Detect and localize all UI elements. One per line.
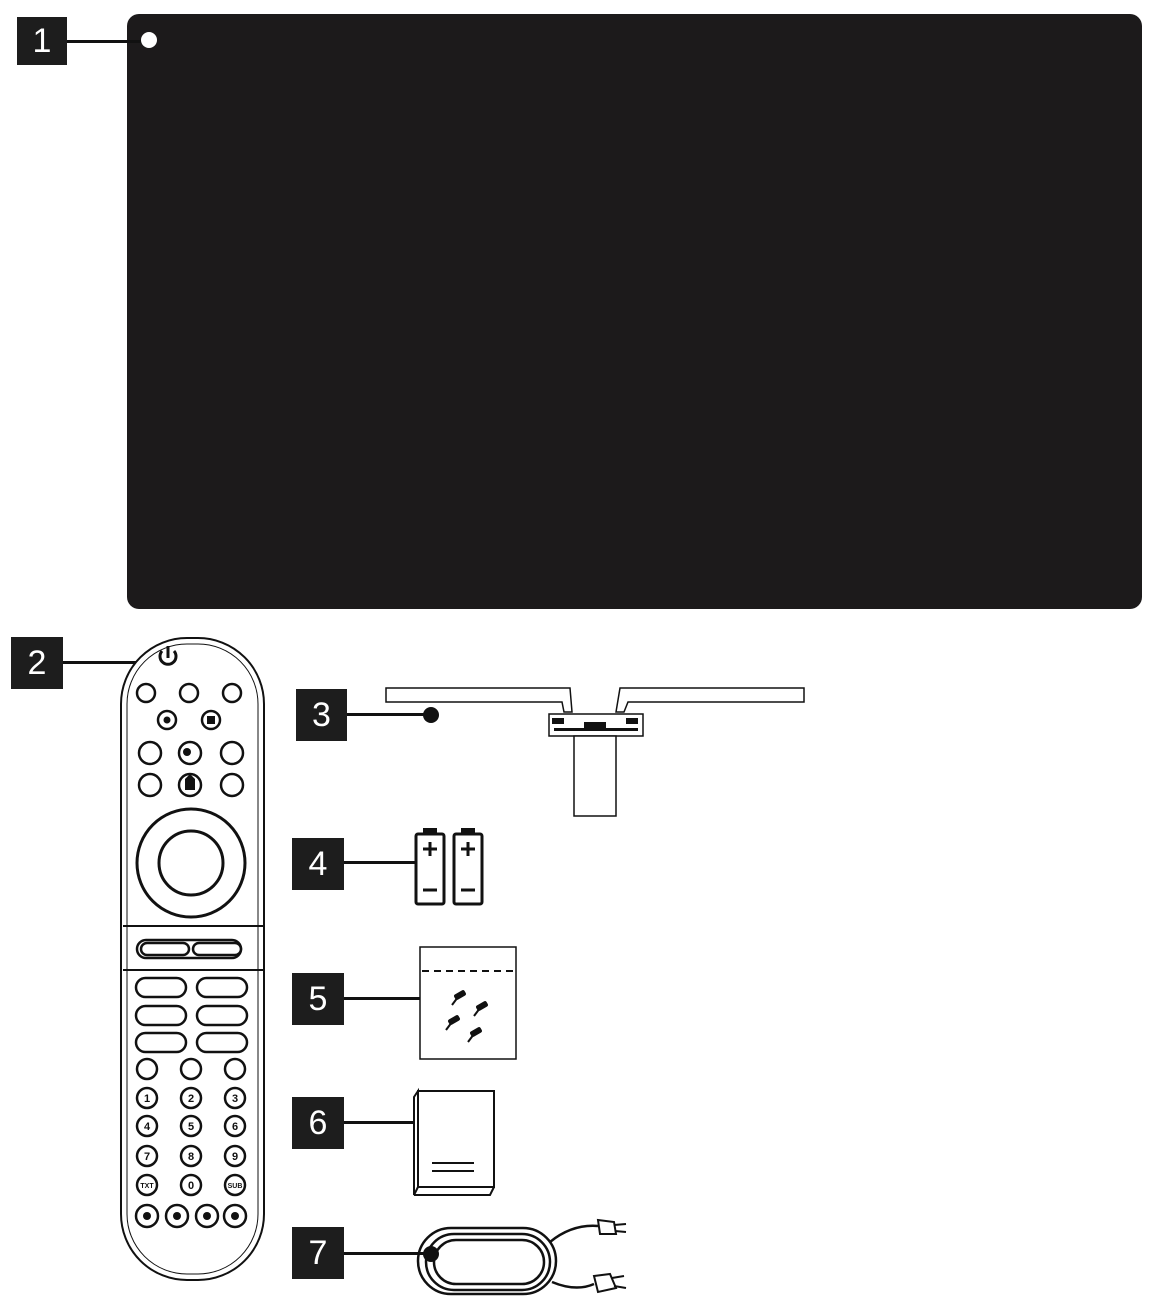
callout-dot-1 — [141, 32, 157, 48]
callout-6: 6 — [292, 1097, 344, 1149]
callout-5: 5 — [292, 973, 344, 1025]
key-1: 1 — [144, 1093, 150, 1105]
callout-dot-3 — [423, 707, 439, 723]
manual — [413, 1087, 495, 1196]
leader-line-7 — [344, 1252, 430, 1255]
batteries — [414, 828, 484, 906]
leader-line-3 — [347, 713, 431, 716]
key-7: 7 — [144, 1151, 150, 1163]
leader-line-6 — [344, 1121, 430, 1124]
leader-line-2 — [63, 661, 145, 664]
key-9: 9 — [232, 1151, 238, 1163]
tv-panel — [127, 14, 1142, 609]
leader-line-5 — [344, 997, 428, 1000]
key-txt: TXT — [140, 1183, 154, 1190]
remote-control: 1 2 3 4 5 6 7 8 9 0 TXT SUB — [120, 637, 265, 1281]
screw-bag — [419, 946, 517, 1060]
power-cable — [416, 1218, 627, 1296]
callout-7: 7 — [292, 1227, 344, 1279]
stand — [385, 687, 805, 817]
key-0: 0 — [188, 1180, 194, 1192]
key-sub: SUB — [228, 1183, 243, 1190]
callout-1: 1 — [17, 17, 67, 65]
power-icon — [158, 646, 178, 666]
key-2: 2 — [188, 1093, 194, 1105]
leader-line-4 — [344, 861, 424, 864]
key-4: 4 — [144, 1121, 151, 1133]
key-8: 8 — [188, 1151, 194, 1163]
key-5: 5 — [188, 1121, 194, 1133]
callout-2: 2 — [11, 637, 63, 689]
ok-button — [157, 829, 225, 897]
callout-3: 3 — [296, 689, 347, 741]
leader-line-1 — [67, 40, 149, 43]
callout-4: 4 — [292, 838, 344, 890]
key-6: 6 — [232, 1121, 238, 1133]
key-3: 3 — [232, 1093, 238, 1105]
